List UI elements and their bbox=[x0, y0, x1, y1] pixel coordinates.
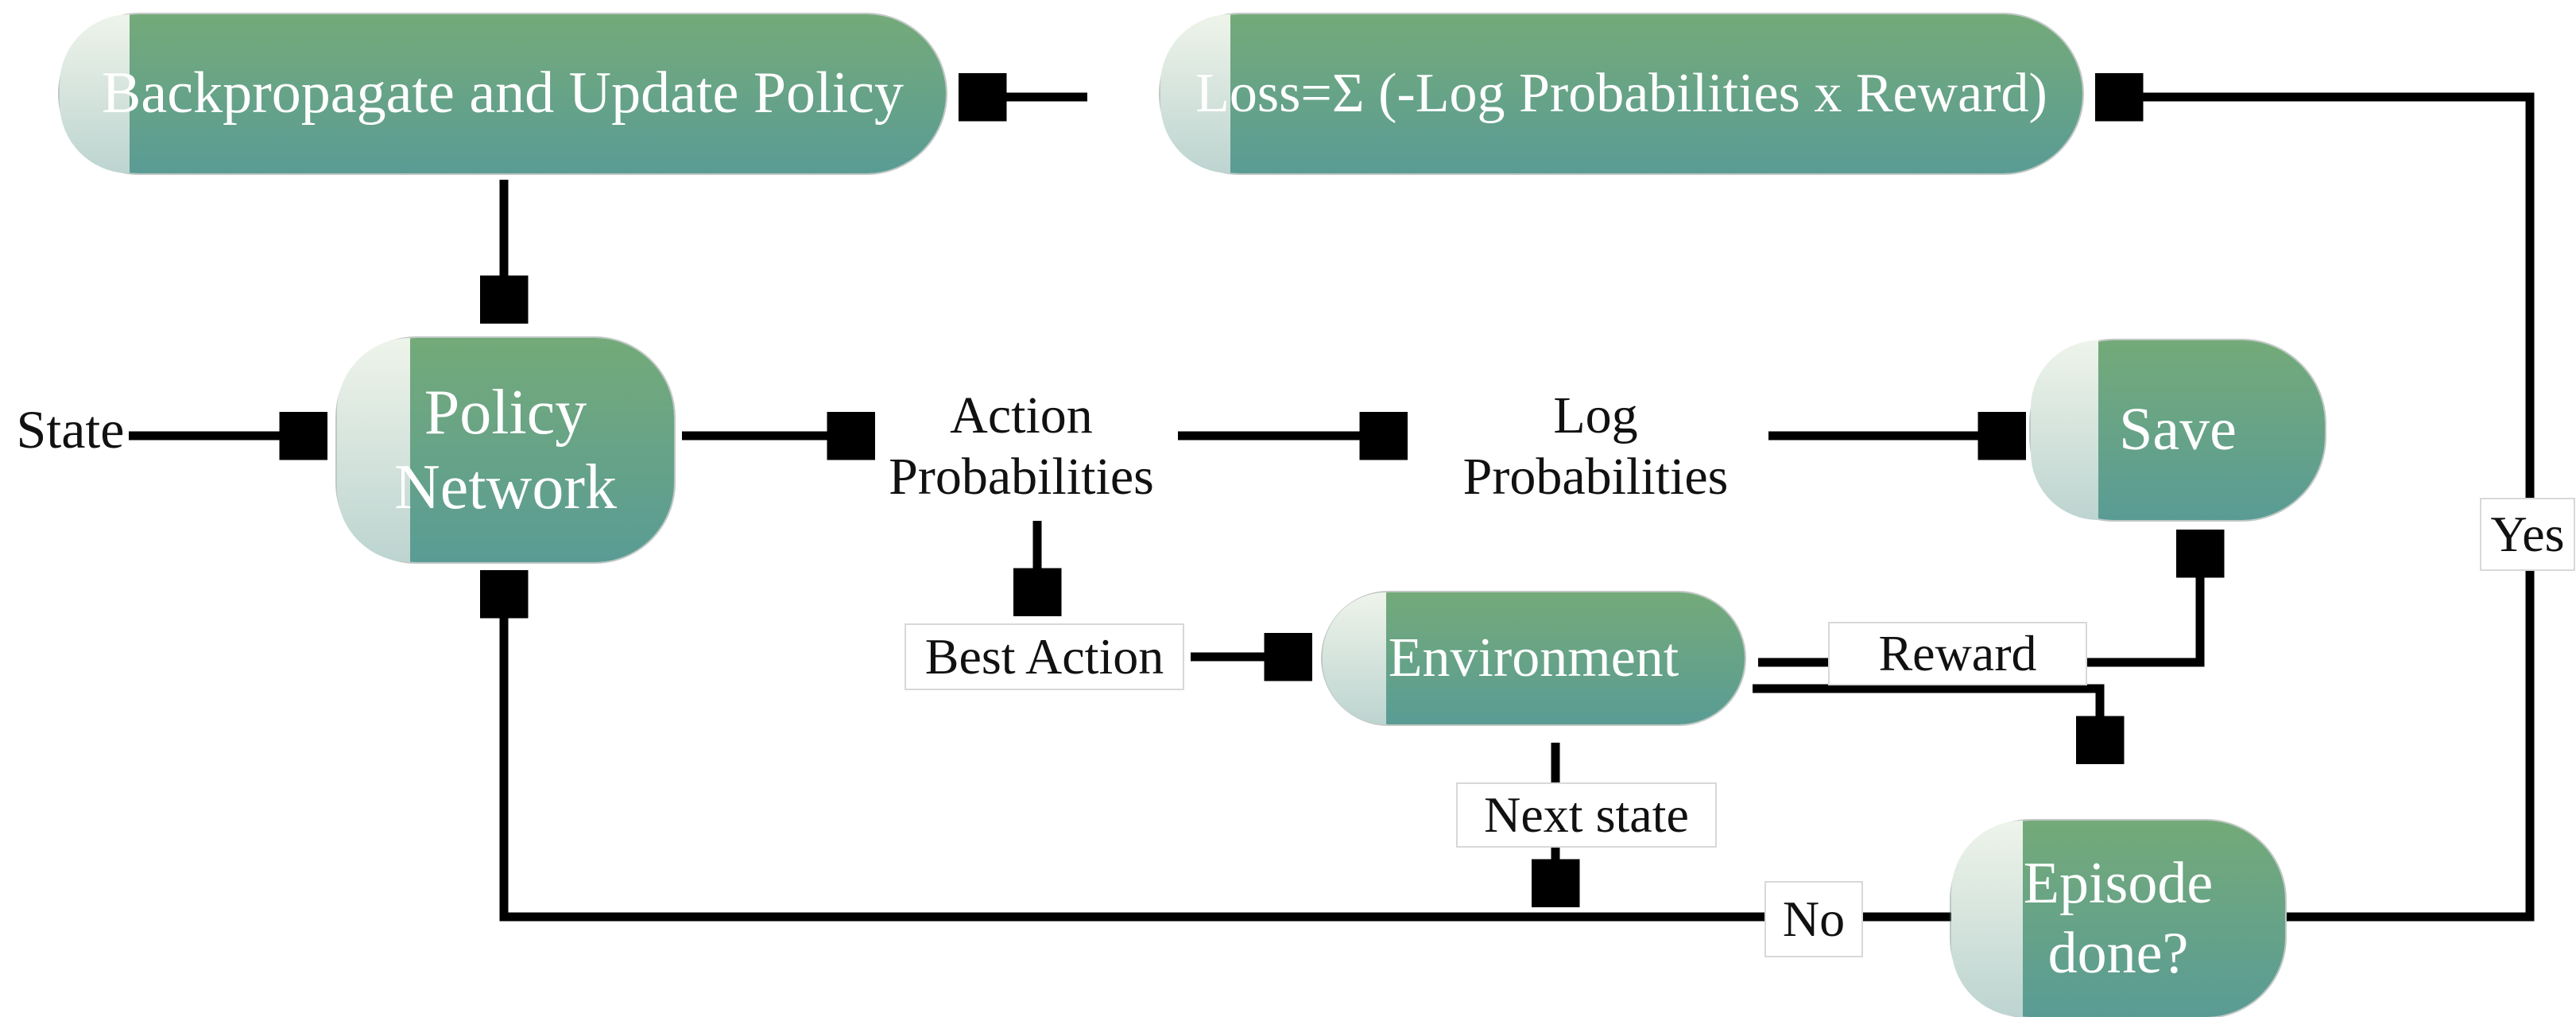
node-label: Save bbox=[2119, 396, 2237, 464]
node-label: Policy Network bbox=[394, 377, 617, 522]
node-highlight-cap bbox=[1951, 821, 2023, 1017]
label-no: No bbox=[1764, 881, 1863, 957]
node-episode-done: Episode done? bbox=[1951, 821, 2285, 1017]
node-loss-formula: Loss=Σ (-Log Probabilities x Reward) bbox=[1160, 14, 2082, 173]
label-state: State bbox=[16, 398, 125, 460]
node-label: Episode done? bbox=[2023, 851, 2214, 986]
node-save: Save bbox=[2031, 340, 2325, 520]
label-best-action: Best Action bbox=[905, 623, 1184, 690]
node-highlight-cap bbox=[2031, 340, 2098, 520]
label-reward: Reward bbox=[1828, 622, 2087, 685]
label-action-probabilities: Action Probabilities bbox=[889, 386, 1154, 506]
node-backpropagate-update-policy: Backpropagate and Update Policy bbox=[60, 14, 946, 173]
edge-no-loop-to-policy bbox=[504, 577, 1951, 922]
label-yes: Yes bbox=[2480, 498, 2575, 571]
node-environment: Environment bbox=[1323, 592, 1745, 724]
node-label: Backpropagate and Update Policy bbox=[102, 60, 904, 126]
node-policy-network: Policy Network bbox=[337, 338, 674, 562]
node-highlight-cap bbox=[337, 338, 410, 562]
label-next-state: Next state bbox=[1456, 782, 1717, 848]
edge-environment-to-episode bbox=[1753, 684, 2100, 757]
node-label: Loss=Σ (-Log Probabilities x Reward) bbox=[1195, 62, 2047, 124]
label-log-probabilities: Log Probabilities bbox=[1462, 386, 1729, 506]
node-label: Environment bbox=[1388, 627, 1679, 689]
